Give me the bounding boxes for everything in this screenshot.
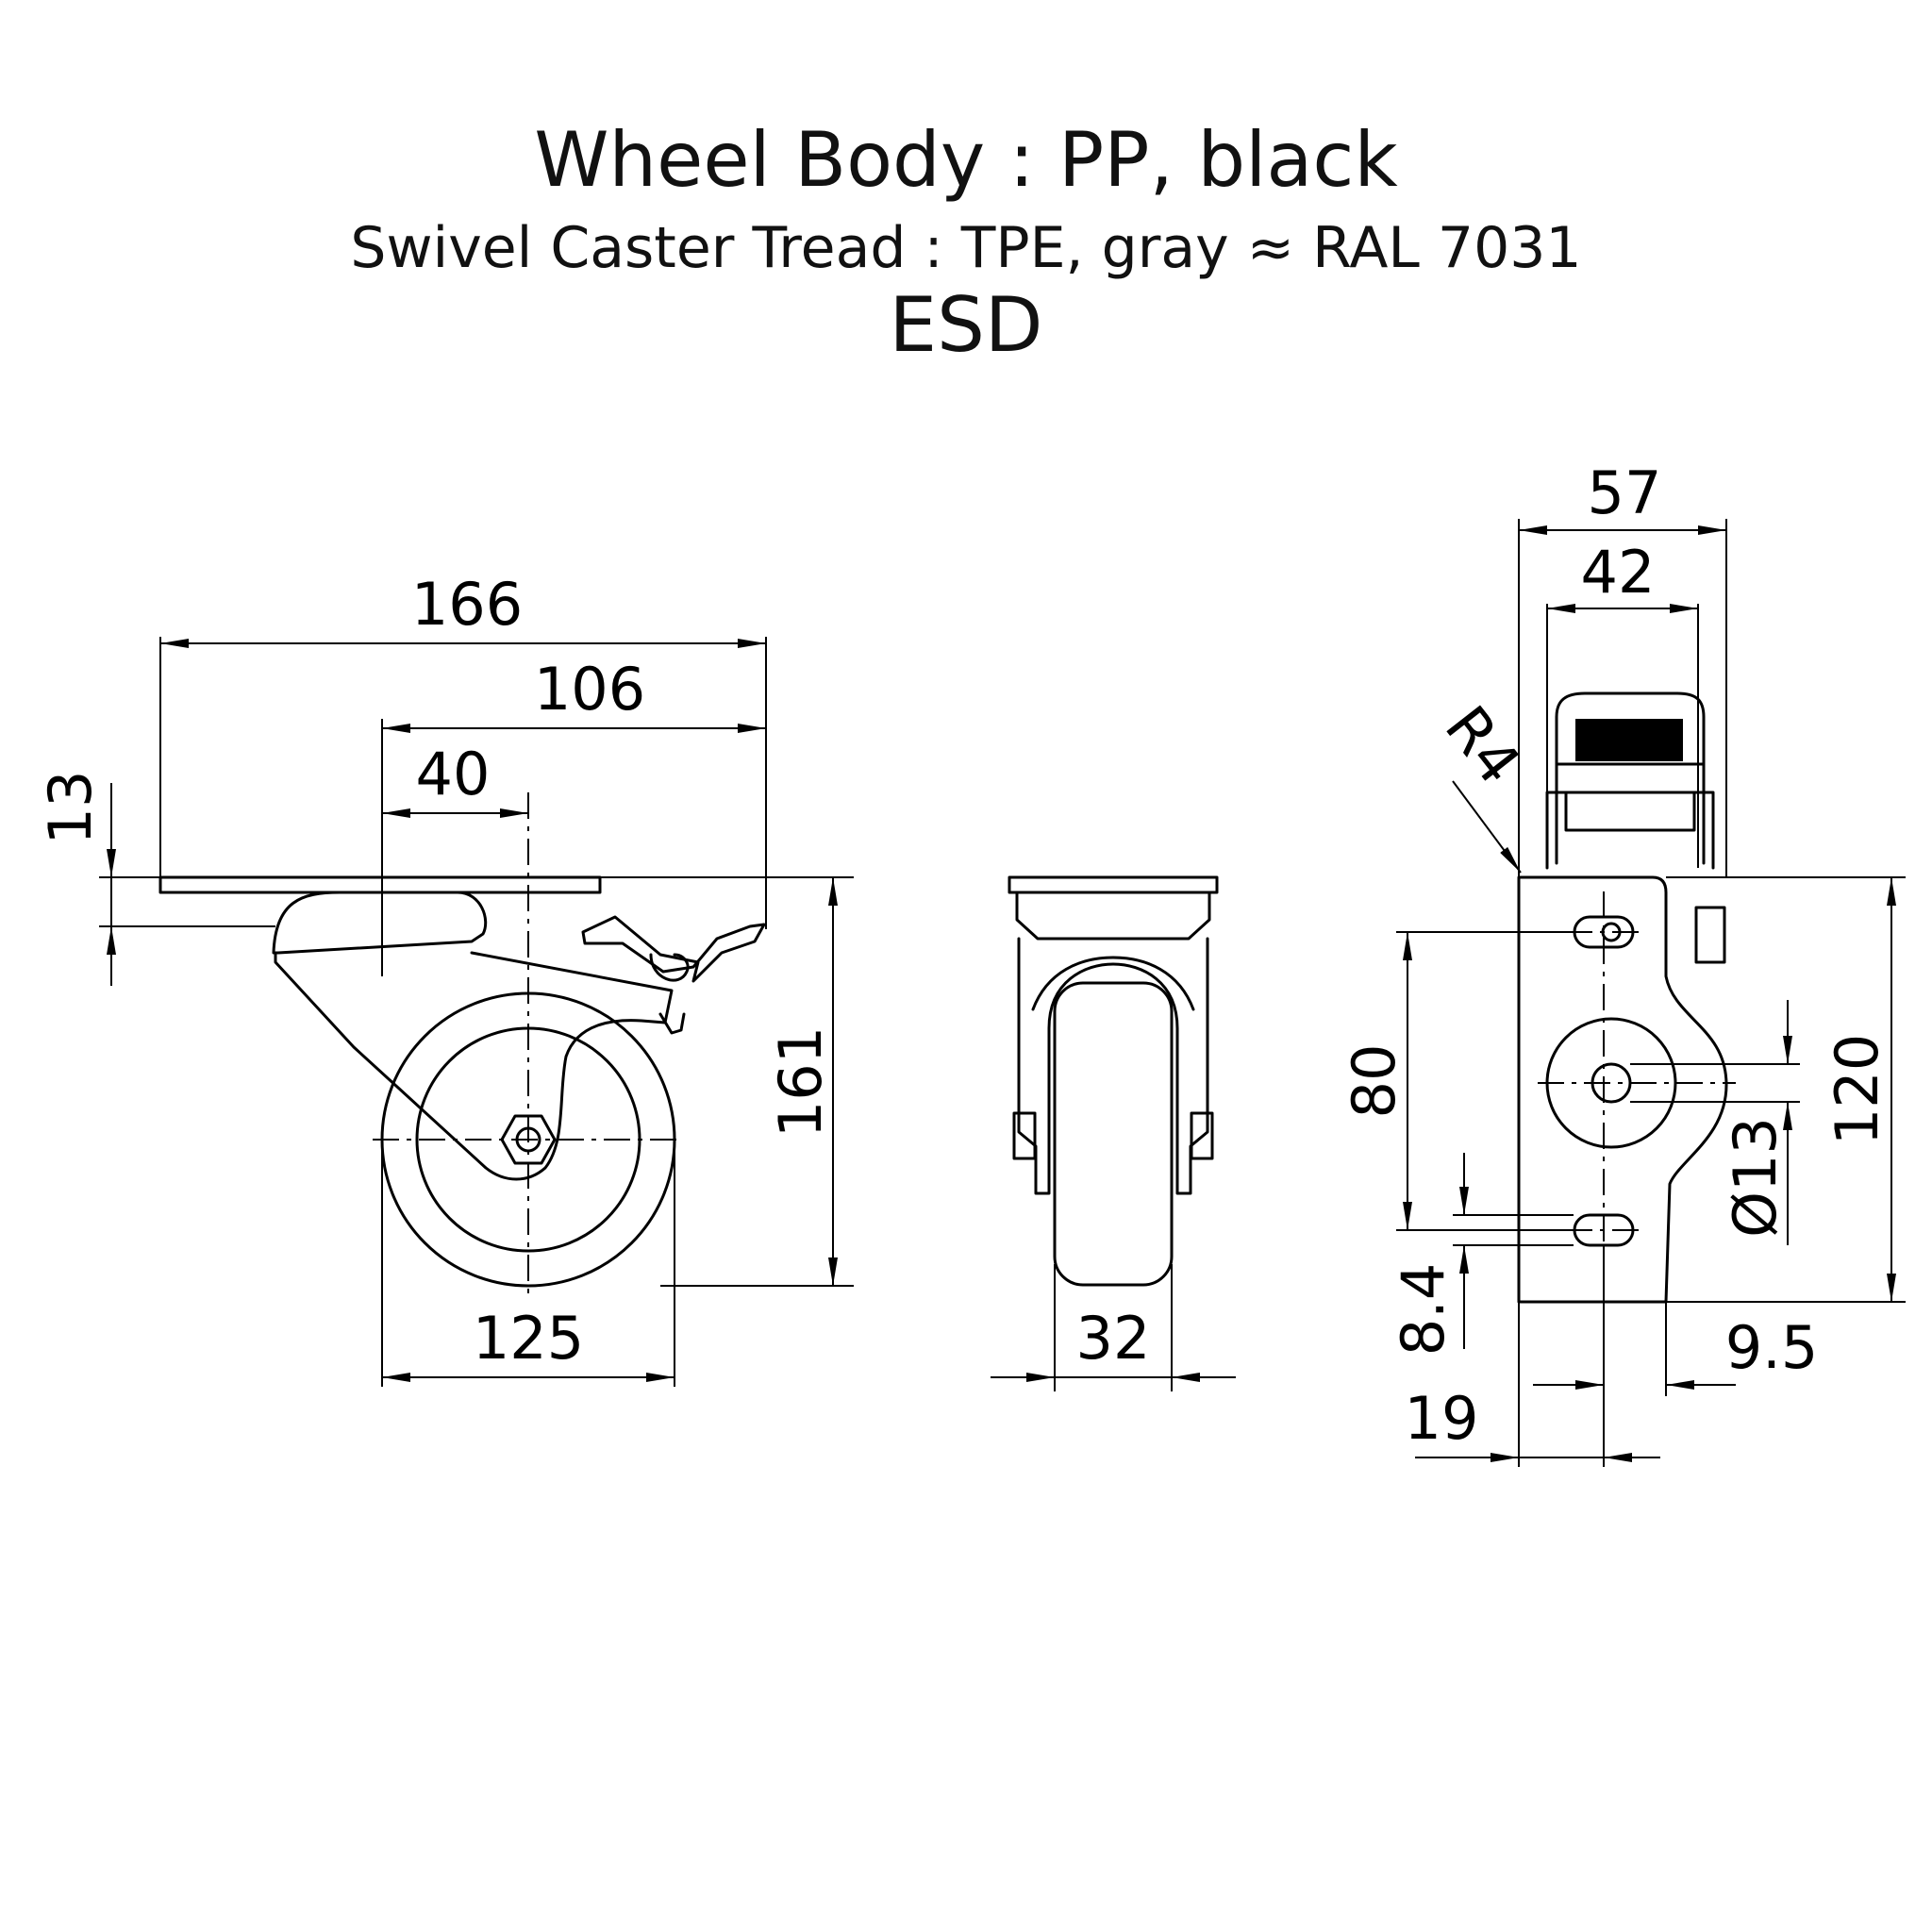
dim-plate-length: 120 (1823, 1034, 1891, 1145)
front-wheel (1053, 981, 1174, 1287)
front-fork (1017, 937, 1209, 1195)
dim-plate-offset: 106 (534, 655, 645, 724)
dim-overall-height: 161 (766, 1026, 835, 1138)
front-swivel-head (1015, 891, 1211, 941)
mounting-plate (1517, 875, 1728, 1304)
dim-center-hole: Ø13 (1721, 1117, 1790, 1238)
brake-bracket (1545, 762, 1715, 870)
side-view: 166 106 40 13 161 125 (36, 570, 854, 1387)
dim-edge-distance: 19 (1405, 1384, 1479, 1453)
dim-overall-length: 166 (411, 570, 523, 639)
esd-label: ESD (889, 281, 1043, 369)
brake-lever (581, 915, 766, 983)
dim-slot-offset: 9.5 (1725, 1313, 1819, 1382)
dim-swivel-offset: 40 (416, 740, 491, 808)
tread-spec: Swivel Caster Tread : TPE, gray ≈ RAL 70… (350, 215, 1582, 281)
dim-wheel-diameter: 125 (473, 1304, 584, 1373)
front-top-plate (1008, 875, 1219, 894)
front-view: 32 (991, 875, 1236, 1391)
wheel-body-spec: Wheel Body : PP, black (534, 116, 1398, 204)
swivel-head (272, 891, 488, 955)
brake-pivot (649, 953, 690, 982)
front-fork-inner (1031, 956, 1195, 1011)
dim-wheel-width: 32 (1076, 1304, 1151, 1373)
dim-plate-width: 57 (1588, 458, 1662, 527)
top-plate-view: 57 42 R4 80 120 Ø13 8.4 9.5 (1340, 458, 1906, 1467)
dim-hole-spacing-length: 80 (1340, 1044, 1408, 1119)
dim-slot-width: 8.4 (1389, 1263, 1457, 1357)
brake-pad (658, 1012, 686, 1035)
brake-pad-block (1575, 719, 1683, 761)
brake-stop (1694, 906, 1726, 964)
dim-plate-thickness: 13 (36, 771, 105, 845)
top-brake-lever (1555, 691, 1706, 865)
radius-leader (1452, 780, 1522, 874)
dim-hole-spacing-width: 42 (1581, 538, 1656, 607)
front-axle-bolt-right (1190, 1111, 1214, 1160)
front-axle-bolt-left (1012, 1111, 1037, 1160)
side-top-plate (158, 875, 602, 894)
